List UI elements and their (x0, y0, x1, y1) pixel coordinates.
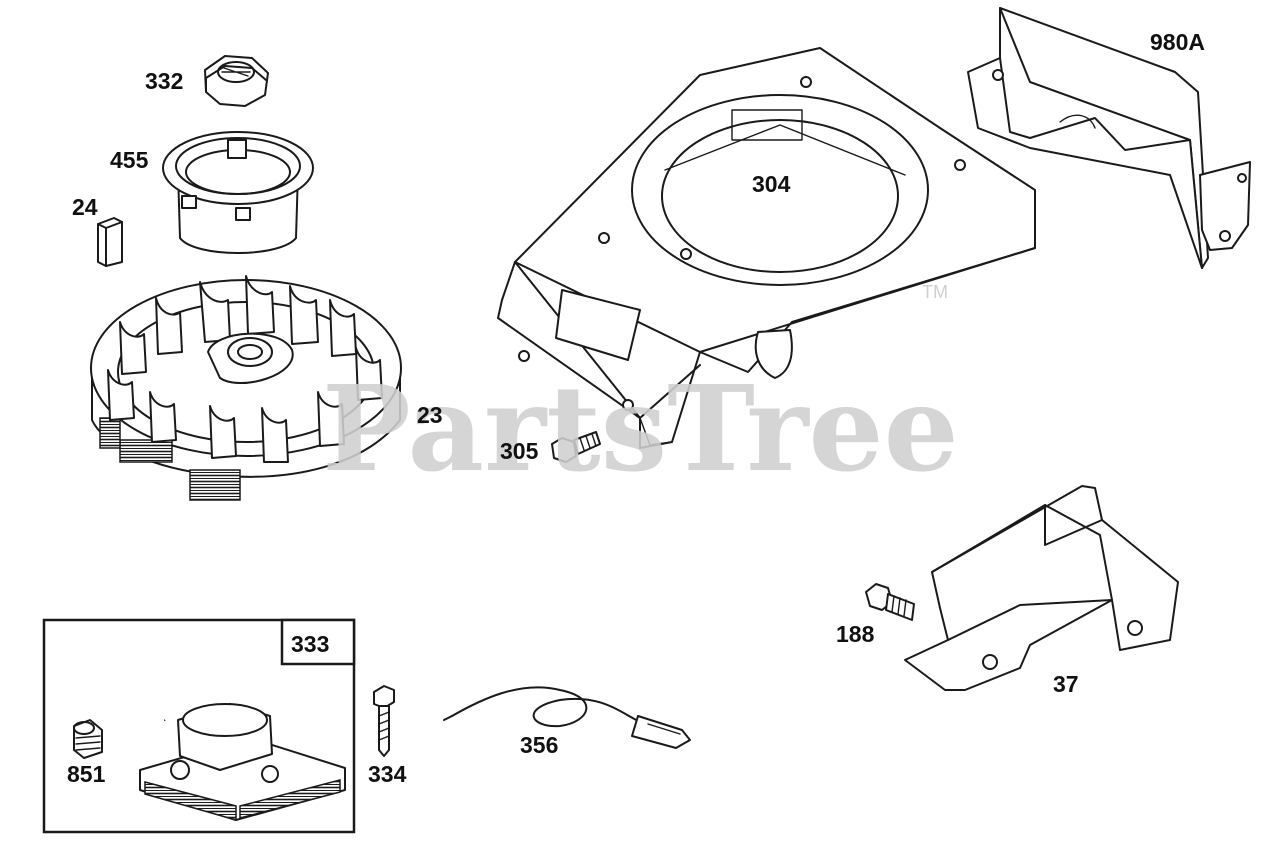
flywheel-illustration[interactable] (90, 275, 402, 501)
part-label-980a[interactable]: 980A (1150, 29, 1205, 55)
part-label-37[interactable]: 37 (1053, 671, 1079, 697)
nut-illustration[interactable] (204, 55, 269, 107)
part-label-851[interactable]: 851 (67, 761, 106, 787)
key-illustration[interactable] (97, 217, 123, 267)
part-label-188[interactable]: 188 (836, 621, 875, 647)
watermark-text: PartsTree (322, 359, 959, 498)
bolt-305-illustration[interactable] (551, 431, 601, 463)
part-label-334[interactable]: 334 (368, 761, 407, 787)
part-label-304[interactable]: 304 (752, 171, 791, 197)
bracket-980a-illustration[interactable] (967, 7, 1251, 269)
part-label-455[interactable]: 455 (110, 147, 149, 173)
ground-wire-illustration[interactable] (443, 686, 691, 749)
starter-cup-illustration[interactable] (162, 131, 314, 254)
ignition-coil-illustration[interactable] (99, 639, 346, 821)
part-label-332[interactable]: 332 (145, 68, 183, 94)
part-label-24[interactable]: 24 (72, 194, 98, 220)
watermark-trademark: TM (922, 282, 948, 302)
part-label-333[interactable]: 333 (291, 631, 329, 657)
part-label-356[interactable]: 356 (520, 732, 558, 758)
part-label-23[interactable]: 23 (417, 402, 443, 428)
blower-housing-illustration[interactable] (497, 47, 1036, 449)
part-labels: 332 455 24 23 304 305 980A 188 37 333 85… (67, 29, 1205, 787)
part-label-305[interactable]: 305 (500, 438, 539, 464)
watermark: PartsTree TM (322, 282, 959, 498)
spark-plug-cap-illustration[interactable] (73, 719, 103, 759)
screw-334-illustration[interactable] (373, 685, 395, 757)
bolt-188-illustration[interactable] (865, 583, 915, 621)
bracket-37-illustration[interactable] (904, 485, 1179, 691)
